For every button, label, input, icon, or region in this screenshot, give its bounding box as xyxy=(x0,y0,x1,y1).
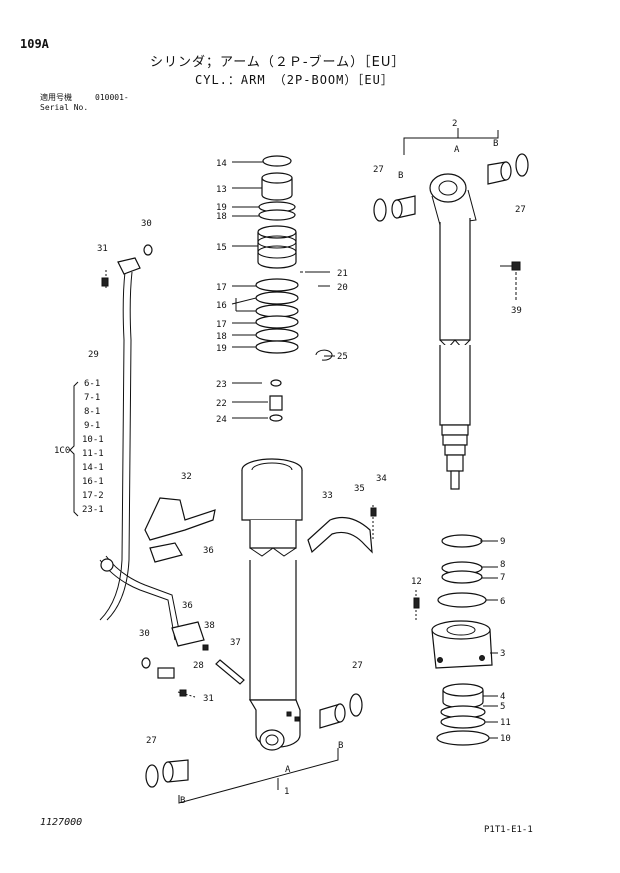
kit-item: 9-1 xyxy=(84,421,100,431)
callout-27: 27 xyxy=(515,205,526,215)
callout-19: 19 xyxy=(216,203,227,213)
callout-30: 30 xyxy=(139,629,150,639)
callout-4: 4 xyxy=(500,692,505,702)
serial-value: 010001- xyxy=(95,93,129,102)
callout-30: 30 xyxy=(141,219,152,229)
callout-38: 38 xyxy=(204,621,215,631)
callout-22: 22 xyxy=(216,399,227,409)
seal-kit-group: 1C0 6-1 7-1 8-1 9-1 10-1 11-1 14-1 16-1 … xyxy=(54,379,104,515)
title-japanese: シリンダ；アーム（２Ｐ-ブーム）［EU］ xyxy=(150,55,406,70)
callout-31: 31 xyxy=(97,244,108,254)
kit-item: 14-1 xyxy=(82,463,104,473)
callout-7: 7 xyxy=(500,573,505,583)
piping-and-clamps xyxy=(99,244,377,698)
callout-5: 5 xyxy=(500,702,505,712)
callout-36: 36 xyxy=(182,601,193,611)
callout-37: 37 xyxy=(230,638,241,648)
callout-34: 34 xyxy=(376,474,387,484)
callout-36: 36 xyxy=(203,546,214,556)
kit-item: 16-1 xyxy=(82,477,104,487)
callout-14: 14 xyxy=(216,159,227,169)
serial-label-english: Serial No. xyxy=(40,103,89,112)
callout-19: 19 xyxy=(216,344,227,354)
cylinder-gland-assembly xyxy=(413,534,493,746)
callout-27: 27 xyxy=(352,661,363,671)
kit-item: 11-1 xyxy=(82,449,104,459)
callout-24: 24 xyxy=(216,415,227,425)
page-number: 109A xyxy=(20,37,49,51)
callout-B-bottom-left: B xyxy=(180,796,185,806)
callout-31: 31 xyxy=(203,694,214,704)
callout-15: 15 xyxy=(216,243,227,253)
kit-item: 8-1 xyxy=(84,407,100,417)
callout-B-top-left: B xyxy=(398,171,403,181)
callout-2: 2 xyxy=(452,119,457,129)
callout-29: 29 xyxy=(88,350,99,360)
callout-12: 12 xyxy=(411,577,422,587)
kit-item: 17-2 xyxy=(82,491,104,501)
callout-32: 32 xyxy=(181,472,192,482)
drawing-number: 1127000 xyxy=(40,817,83,828)
serial-label-japanese: 適用号機 xyxy=(40,93,72,102)
piston-rod-assembly xyxy=(373,128,529,490)
callout-11: 11 xyxy=(500,718,511,728)
callout-17: 17 xyxy=(216,320,227,330)
cylinder-tube xyxy=(145,458,363,804)
kit-item: 6-1 xyxy=(84,379,100,389)
callout-35: 35 xyxy=(354,484,365,494)
callout-10: 10 xyxy=(500,734,511,744)
kit-label: 1C0 xyxy=(54,446,70,456)
callout-18: 18 xyxy=(216,332,227,342)
callout-18: 18 xyxy=(216,212,227,222)
callout-A-top: A xyxy=(454,145,460,155)
callout-28: 28 xyxy=(193,661,204,671)
callout-25: 25 xyxy=(337,352,348,362)
callout-13: 13 xyxy=(216,185,227,195)
callout-B-bottom-right: B xyxy=(338,741,343,751)
callout-B-top-right: B xyxy=(493,139,498,149)
callout-8: 8 xyxy=(500,560,505,570)
cylinder-head-parts xyxy=(255,155,333,422)
callout-20: 20 xyxy=(337,283,348,293)
callout-33: 33 xyxy=(322,491,333,501)
callout-39: 39 xyxy=(511,306,522,316)
callout-3: 3 xyxy=(500,649,505,659)
callout-6: 6 xyxy=(500,597,505,607)
callout-numbers: 14 13 19 18 15 17 16 17 18 19 23 22 24 2… xyxy=(88,119,526,806)
callout-A-bottom: A xyxy=(285,765,291,775)
leader-lines xyxy=(69,161,498,739)
title-english: CYL.：ARM （2P-BOOM）［EU］ xyxy=(195,73,394,87)
callout-21: 21 xyxy=(337,269,348,279)
callout-9: 9 xyxy=(500,537,505,547)
kit-item: 10-1 xyxy=(82,435,104,445)
callout-27: 27 xyxy=(373,165,384,175)
callout-27: 27 xyxy=(146,736,157,746)
callout-23: 23 xyxy=(216,380,227,390)
callout-1: 1 xyxy=(284,787,289,797)
kit-item: 7-1 xyxy=(84,393,100,403)
sheet-code: P1T1-E1-1 xyxy=(484,825,533,835)
callout-16: 16 xyxy=(216,301,227,311)
callout-17: 17 xyxy=(216,283,227,293)
kit-item: 23-1 xyxy=(82,505,104,515)
